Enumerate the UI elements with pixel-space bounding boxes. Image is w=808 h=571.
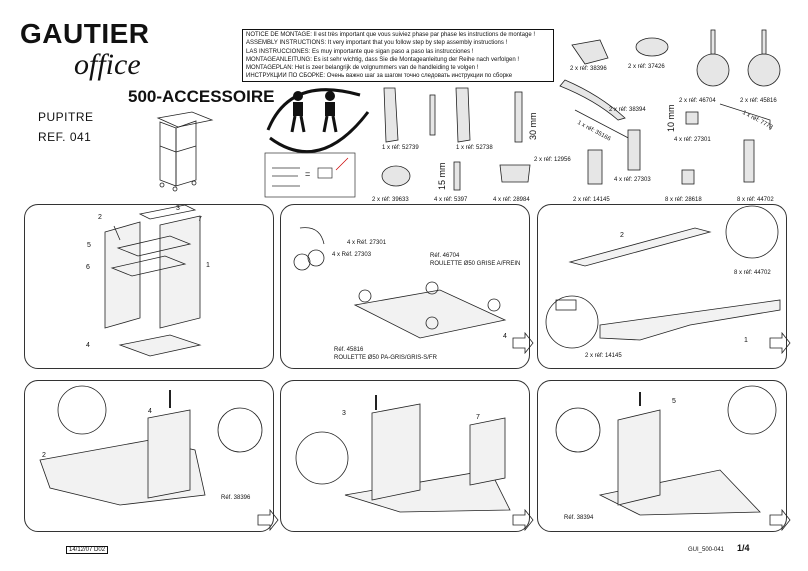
- collection-title: 500-ACCESSOIRE: [128, 87, 275, 106]
- label-6: 6: [86, 264, 90, 271]
- notice-line-es: LAS INSTRUCCIONES: Es muy importante que…: [246, 48, 474, 55]
- part-12956: 2 x réf: 12956: [534, 157, 571, 163]
- step-panel-3: [537, 204, 787, 369]
- step6-label-5: 5: [672, 398, 676, 405]
- step2-front-caster-desc: ROULETTE Ø50 GRISE A/FREIN: [430, 261, 521, 267]
- product-reference: REF. 041: [38, 130, 92, 144]
- side-panel-step5-drawing: [295, 395, 511, 513]
- side-panel-step4-drawing: [39, 385, 263, 506]
- step3-callout-44702: 8 x réf: 44702: [734, 270, 771, 276]
- two-person-icon: [266, 88, 370, 154]
- step5-label-3: 3: [342, 410, 346, 417]
- hardware-icons: [381, 29, 781, 191]
- part-28984: 4 x réf: 28984: [493, 197, 530, 203]
- footer-code: GUI_500-041: [688, 547, 725, 553]
- label-2: 2: [98, 214, 102, 221]
- step2-callout-27301: 4 x Réf. 27301: [347, 240, 387, 246]
- product-name: PUPITRE: [38, 110, 94, 124]
- part-44702: 8 x réf: 44702: [737, 197, 774, 203]
- brand-logo-text: GAUTIER: [20, 18, 150, 49]
- part-14145: 2 x réf: 14145: [573, 197, 610, 203]
- tools-icon: =: [264, 152, 356, 198]
- step6-callout-38394: Réf. 38394: [564, 515, 594, 521]
- page-number: 1/4: [737, 543, 750, 553]
- part-52739: 1 x réf: 52739: [382, 145, 419, 151]
- notice-line-ru: ИНСТРУКЦИИ ПО СБОРКЕ: Очень важно шаг за…: [246, 73, 513, 80]
- part-28618: 8 x réf: 28618: [665, 197, 702, 203]
- step2-rear-caster-ref: Réf. 45816: [334, 347, 364, 353]
- step2-label-4: 4: [503, 333, 507, 340]
- part-38396: 2 x réf: 38396: [570, 66, 607, 72]
- part-37426: 2 x réf: 37426: [628, 64, 665, 70]
- step3-label-2: 2: [620, 232, 624, 239]
- step4-label-2: 2: [42, 452, 46, 459]
- label-3: 3: [176, 205, 180, 212]
- part-39633: 2 x réf: 39633: [372, 197, 409, 203]
- exploded-view-drawing: [104, 204, 202, 357]
- part-5397: 4 x réf: 5397: [434, 197, 468, 203]
- step3-label-1: 1: [744, 337, 748, 344]
- brand-sub-text: office: [74, 48, 141, 81]
- part-46704: 2 x réf: 46704: [679, 98, 716, 104]
- step-panel-2: [280, 204, 530, 369]
- footer-date: 14/12/07 D02: [66, 546, 109, 554]
- label-1: 1: [206, 262, 210, 269]
- step2-rear-caster-desc: ROULETTE Ø50 PA-GRIS/GRIS-S/FR: [334, 355, 437, 361]
- side-panel-step6-drawing: [555, 385, 777, 516]
- notice-line-en: ASSEMBLY INSTRUCTIONS: It very important…: [246, 40, 508, 47]
- next-step-arrows: [257, 331, 791, 532]
- label-5: 5: [87, 242, 91, 249]
- assembly-notice: NOTICE DE MONTAGE: Il est très important…: [242, 29, 554, 82]
- notice-line-fr: NOTICE DE MONTAGE: Il est très important…: [246, 32, 536, 38]
- notice-line-nl: MONTAGEPLAN: Het is zeer belangrijk de v…: [246, 65, 479, 72]
- step3-callout-14145: 2 x réf: 14145: [585, 353, 622, 359]
- part-52738: 1 x réf: 52738: [456, 145, 493, 151]
- desk-sketch-icon: [156, 111, 214, 192]
- caster-base-drawing: [293, 227, 507, 339]
- step4-label-4: 4: [148, 408, 152, 415]
- step4-callout-38396: Réf. 38396: [221, 495, 251, 501]
- label-7: 7: [198, 216, 202, 223]
- step2-front-caster-ref: Réf. 46704: [430, 253, 460, 259]
- part-27303: 4 x réf: 27303: [614, 177, 651, 183]
- part-38394: 2 x réf: 38394: [609, 107, 646, 113]
- label-4: 4: [86, 342, 90, 349]
- step5-label-7: 7: [476, 414, 480, 421]
- notice-line-de: MONTAGEANLEITUNG: Es ist sehr wichtig, d…: [246, 56, 520, 63]
- top-boards-drawing: [545, 205, 781, 349]
- step2-callout-27303: 4 x Réf. 27303: [332, 252, 372, 258]
- part-45816: 2 x réf: 45816: [740, 98, 777, 104]
- svg-text:=: =: [305, 169, 310, 179]
- part-27301: 4 x réf: 27301: [674, 137, 711, 143]
